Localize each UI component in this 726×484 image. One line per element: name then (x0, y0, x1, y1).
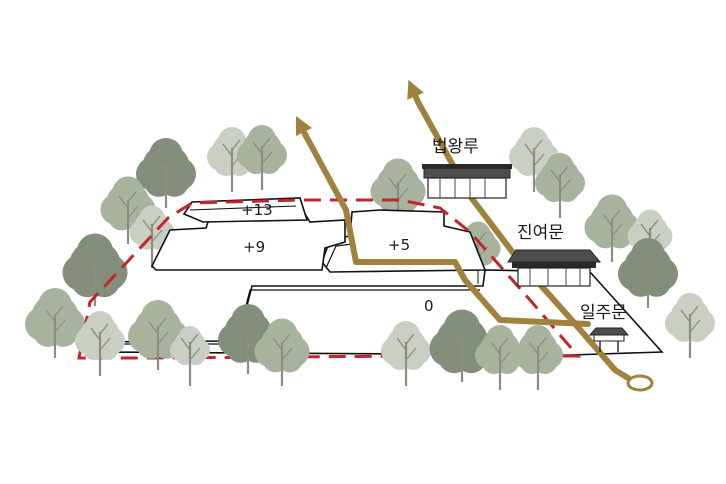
tree-icon (535, 153, 585, 220)
tree-icon (237, 125, 287, 192)
terrace-group (81, 197, 664, 356)
building-jinyeomun (507, 249, 602, 287)
building-label-jinyeomun: 진여문 (517, 223, 564, 243)
tree-icon (170, 326, 210, 388)
tree-icon (381, 321, 431, 388)
tree-icon (100, 176, 156, 246)
forest-foreground (75, 300, 563, 392)
terrace-level-label: +13 (241, 201, 273, 219)
tree-icon (136, 138, 196, 210)
tree-icon (513, 325, 563, 392)
building-iljumun (588, 327, 630, 352)
building-label-iljumun: 일주문 (580, 303, 627, 323)
tree-icon (254, 318, 310, 388)
terrace-level-label: 0 (424, 297, 434, 315)
tree-icon (475, 325, 525, 392)
tree-icon (128, 300, 188, 372)
tree-icon (618, 238, 678, 310)
building-beopwangru (422, 164, 512, 199)
tree-icon (25, 288, 85, 360)
forest-background (25, 125, 715, 360)
tree-icon (62, 233, 128, 308)
tree-icon (509, 127, 559, 194)
terrace-level-label: +9 (243, 238, 265, 256)
tree-icon (75, 311, 125, 378)
terrace-level-label: +5 (388, 236, 410, 254)
terrace-plus9 (151, 213, 346, 271)
tree-icon (665, 293, 715, 360)
building-label-beopwangru: 법왕루 (432, 137, 479, 157)
tree-icon (584, 194, 640, 264)
